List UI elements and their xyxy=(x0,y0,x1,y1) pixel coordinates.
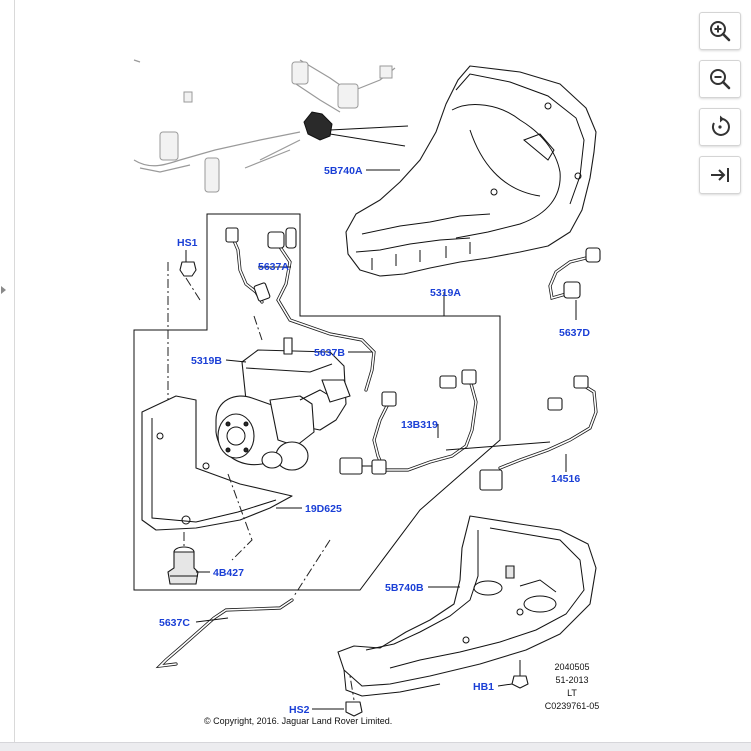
callout-14516: 14516 xyxy=(551,473,580,485)
ref-line-1: 2040505 xyxy=(554,662,589,672)
zoom-in-button[interactable] xyxy=(699,12,741,50)
zoom-out-button[interactable] xyxy=(699,60,741,98)
lower-cover-5b740b xyxy=(337,515,597,697)
rotate-button[interactable] xyxy=(699,108,741,146)
collapse-arrow-icon[interactable] xyxy=(1,286,6,294)
fit-width-button[interactable] xyxy=(699,156,741,194)
context-suspension-sketch xyxy=(133,59,409,193)
callout-5319a: 5319A xyxy=(430,287,461,299)
viewer-toolbar xyxy=(699,12,741,204)
callout-5637c: 5637C xyxy=(159,617,190,629)
pipe-5637c xyxy=(155,598,294,669)
pipe-5637b xyxy=(267,227,376,392)
harness-14516 xyxy=(445,375,598,491)
upper-cover-5b740a xyxy=(345,65,597,277)
callout-leaders xyxy=(185,169,577,710)
callout-5637b: 5637B xyxy=(314,347,345,359)
arrow-to-right-icon xyxy=(711,168,729,182)
ref-line-4: C0239761-05 xyxy=(545,701,600,711)
callout-5b740a: 5B740A xyxy=(324,165,363,177)
callout-19d625: 19D625 xyxy=(305,503,342,515)
copyright-notice: © Copyright, 2016. Jaguar Land Rover Lim… xyxy=(204,716,392,726)
callout-4b427: 4B427 xyxy=(213,567,244,579)
callout-5637d: 5637D xyxy=(559,327,590,339)
leader-dash-3 xyxy=(253,315,263,341)
leader-dash-2 xyxy=(293,539,331,597)
compressor-5319b xyxy=(215,337,351,471)
bolt-hb1 xyxy=(511,660,529,689)
callout-13b319: 13B319 xyxy=(401,419,438,431)
pipe-5637d xyxy=(548,247,601,301)
kit-outline-5319a xyxy=(133,213,501,591)
leader-dash-1 xyxy=(227,473,253,561)
pipe-5637a xyxy=(225,227,271,304)
isolator-4b427 xyxy=(167,532,199,585)
harness-13b319 xyxy=(339,369,478,475)
bracket-19d625 xyxy=(141,395,293,531)
callout-hs2: HS2 xyxy=(289,704,310,716)
callout-5b740b: 5B740B xyxy=(385,582,424,594)
zoom-in-icon xyxy=(710,21,731,42)
callout-5319b: 5319B xyxy=(191,355,222,367)
callout-hb1: HB1 xyxy=(473,681,494,693)
callout-5637a: 5637A xyxy=(258,261,289,273)
ref-line-3: LT xyxy=(567,688,577,698)
left-divider xyxy=(14,0,15,742)
nut-hs2 xyxy=(345,701,363,717)
callout-hs1: HS1 xyxy=(177,237,198,249)
rotate-icon xyxy=(711,115,730,136)
ref-line-2: 51-2013 xyxy=(555,675,588,685)
zoom-out-icon xyxy=(710,69,731,90)
bottom-scroll-bar[interactable] xyxy=(0,742,751,751)
